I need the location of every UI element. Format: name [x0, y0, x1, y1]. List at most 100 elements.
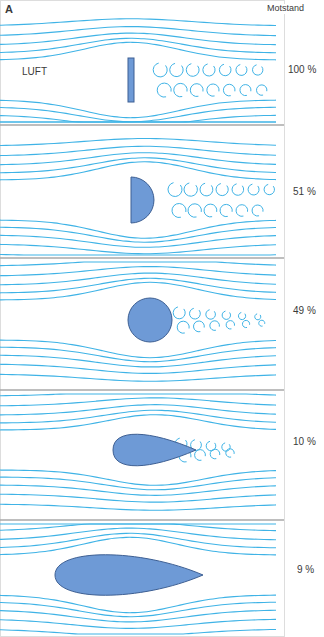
streamline [0, 485, 276, 495]
wake-eddy [210, 449, 220, 459]
drag-value: 51 % [292, 186, 317, 197]
wake-eddy [190, 308, 201, 319]
streamline [0, 477, 276, 490]
wake-eddy [210, 321, 220, 331]
streamline [0, 139, 276, 146]
wake-eddy [195, 450, 206, 461]
wake-eddy [186, 64, 199, 77]
wake-eddy [203, 64, 215, 76]
wake-eddy [170, 63, 183, 76]
streamline [0, 537, 276, 555]
streamline [0, 267, 276, 276]
streamline [0, 364, 276, 373]
wake-eddy [188, 204, 201, 217]
streamline [0, 19, 276, 26]
wake-eddy [153, 63, 167, 77]
streamline [0, 629, 276, 634]
streamline [0, 533, 276, 547]
streamline [0, 278, 276, 293]
wake-eddy [222, 443, 230, 451]
streamline [0, 494, 276, 502]
wake-eddy [226, 449, 234, 457]
drag-value: 49 % [292, 305, 317, 316]
wake-eddy [226, 321, 234, 329]
streamline [0, 415, 276, 430]
circle [128, 298, 172, 342]
streamline [0, 410, 276, 423]
streamline [0, 162, 276, 180]
streamline [0, 405, 276, 415]
separator [0, 389, 284, 391]
streamline [0, 254, 276, 256]
streamline [0, 619, 276, 628]
panel-letter: A [4, 3, 14, 15]
streamline [0, 227, 276, 242]
streamline [0, 374, 276, 381]
wake-eddy [238, 312, 245, 319]
streamline [0, 244, 276, 253]
wake-eddy [232, 184, 244, 195]
wake-eddy [256, 85, 266, 95]
wake-eddy [216, 184, 228, 196]
wake-eddy [240, 85, 251, 96]
wake-eddy [252, 205, 263, 216]
streamline [0, 282, 276, 300]
frame [1, 1, 285, 637]
wake-eddy [255, 314, 261, 320]
wake-eddy [190, 84, 203, 97]
streamline [0, 262, 276, 266]
streamline [0, 504, 276, 510]
drag-value: 9 % [296, 564, 315, 575]
streamline [0, 153, 276, 165]
wake-eddy [253, 65, 263, 75]
wake-eddy [207, 84, 219, 96]
streamline [0, 121, 276, 122]
separator [0, 257, 284, 259]
wake-eddy [174, 83, 187, 96]
streamline [0, 524, 276, 531]
separator [0, 519, 284, 521]
column-heading: Motstand [266, 4, 305, 14]
flat-plate [128, 58, 134, 102]
wake-eddy [219, 64, 231, 75]
streamline [0, 146, 276, 155]
wake-eddy [184, 183, 197, 196]
streamline [0, 398, 276, 406]
teardrop [113, 434, 196, 466]
wake-eddy [172, 204, 186, 218]
streamline [0, 602, 276, 616]
streamline [0, 394, 276, 396]
wake-eddy [242, 320, 249, 327]
wake-eddy [168, 183, 182, 197]
streamline [0, 115, 276, 122]
half-disc [131, 177, 154, 223]
wake-eddy [173, 307, 185, 319]
wake-eddy [200, 183, 213, 196]
streamline [0, 38, 276, 52]
wake-eddy [223, 84, 235, 96]
wake-eddy [259, 320, 265, 326]
wake-eddy [177, 321, 189, 333]
wake-eddy [157, 83, 171, 97]
wake-eddy [194, 321, 205, 332]
air-label: LUFT [21, 66, 48, 77]
streamline [0, 121, 276, 122]
wake-eddy [204, 204, 217, 217]
wake-eddy [264, 184, 274, 194]
wake-eddy [220, 204, 232, 216]
wake-eddy [236, 205, 248, 217]
streamline [0, 107, 276, 121]
streamline [0, 158, 276, 173]
streamlined-body [55, 555, 203, 596]
wake-eddy [206, 310, 216, 319]
wake-eddy [222, 311, 230, 319]
separator [0, 124, 284, 126]
streamline [0, 27, 276, 36]
wake-eddy [248, 184, 259, 195]
streamline [0, 610, 276, 622]
wake-eddy [236, 65, 247, 76]
drag-value: 100 % [287, 64, 317, 75]
streamline [0, 347, 276, 362]
streamline [0, 42, 276, 60]
